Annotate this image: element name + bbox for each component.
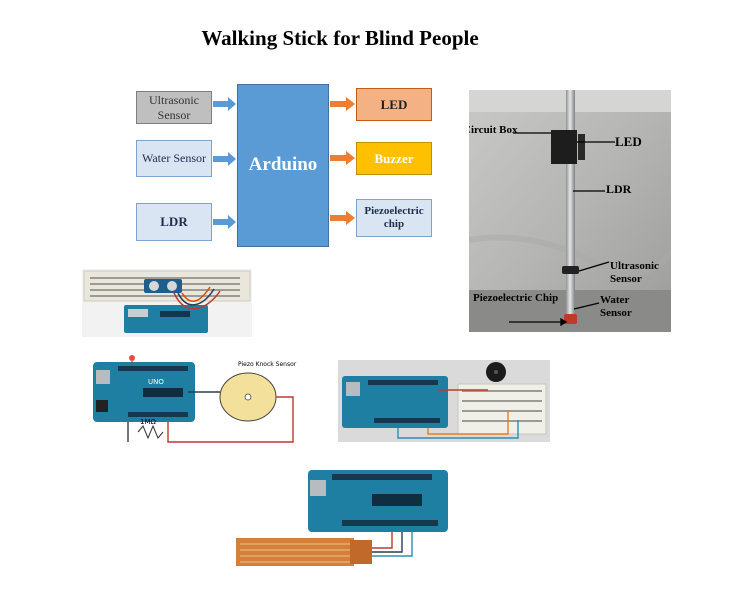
arrow-led [330, 97, 355, 111]
water-sensor-tip [564, 314, 577, 324]
arrow-piezo [330, 211, 355, 225]
arrow-ultrasonic [213, 97, 236, 111]
water-sensor-circuit-image [236, 470, 448, 566]
arduino-uno-board-2 [342, 376, 448, 428]
label-ultrasonic: Ultrasonic Sensor [610, 260, 659, 285]
resistor-label: 1MΩ [140, 418, 156, 426]
ultrasonic-sensor-block: Ultrasonic Sensor [136, 91, 212, 124]
arrow-ldr [213, 215, 236, 229]
buzzer-block: Buzzer [356, 142, 432, 175]
arrow-water [213, 152, 236, 166]
stick-photo: Circuit Box LED LDR Ultrasonic Sensor Wa… [469, 90, 671, 332]
label-piezoelectric: Piezoelectric Chip [473, 292, 559, 304]
arduino-block: Arduino [237, 84, 329, 247]
ldr-block: LDR [136, 203, 212, 241]
label-water: Water Sensor [600, 294, 632, 319]
ultrasonic-breadboard-image [82, 269, 252, 337]
label-circuit-box: Circuit Box [469, 124, 518, 136]
stick-pipe [566, 90, 575, 322]
water-sensor-strip [236, 538, 354, 566]
circuit-box-shape [551, 130, 577, 164]
piezo-knock-circuit-image: UNO Piezo Knock Sensor 1MΩ [93, 355, 297, 443]
water-sensor-block: Water Sensor [136, 140, 212, 177]
piezoelectric-chip-block: Piezoelectric chip [356, 199, 432, 237]
uno-label: UNO [148, 378, 164, 386]
piezo-knock-label: Piezo Knock Sensor [238, 361, 297, 368]
buzzer-breadboard-image [338, 360, 550, 442]
ultrasonic-band [562, 266, 579, 274]
led-icon [129, 355, 135, 361]
page-title: Walking Stick for Blind People [201, 26, 479, 50]
led-block: LED [356, 88, 432, 121]
resistor-symbol [137, 424, 164, 440]
stick-photo-drawing [469, 90, 671, 332]
label-led: LED [615, 134, 642, 149]
label-ldr: LDR [606, 182, 632, 196]
arrow-buzzer [330, 151, 355, 165]
